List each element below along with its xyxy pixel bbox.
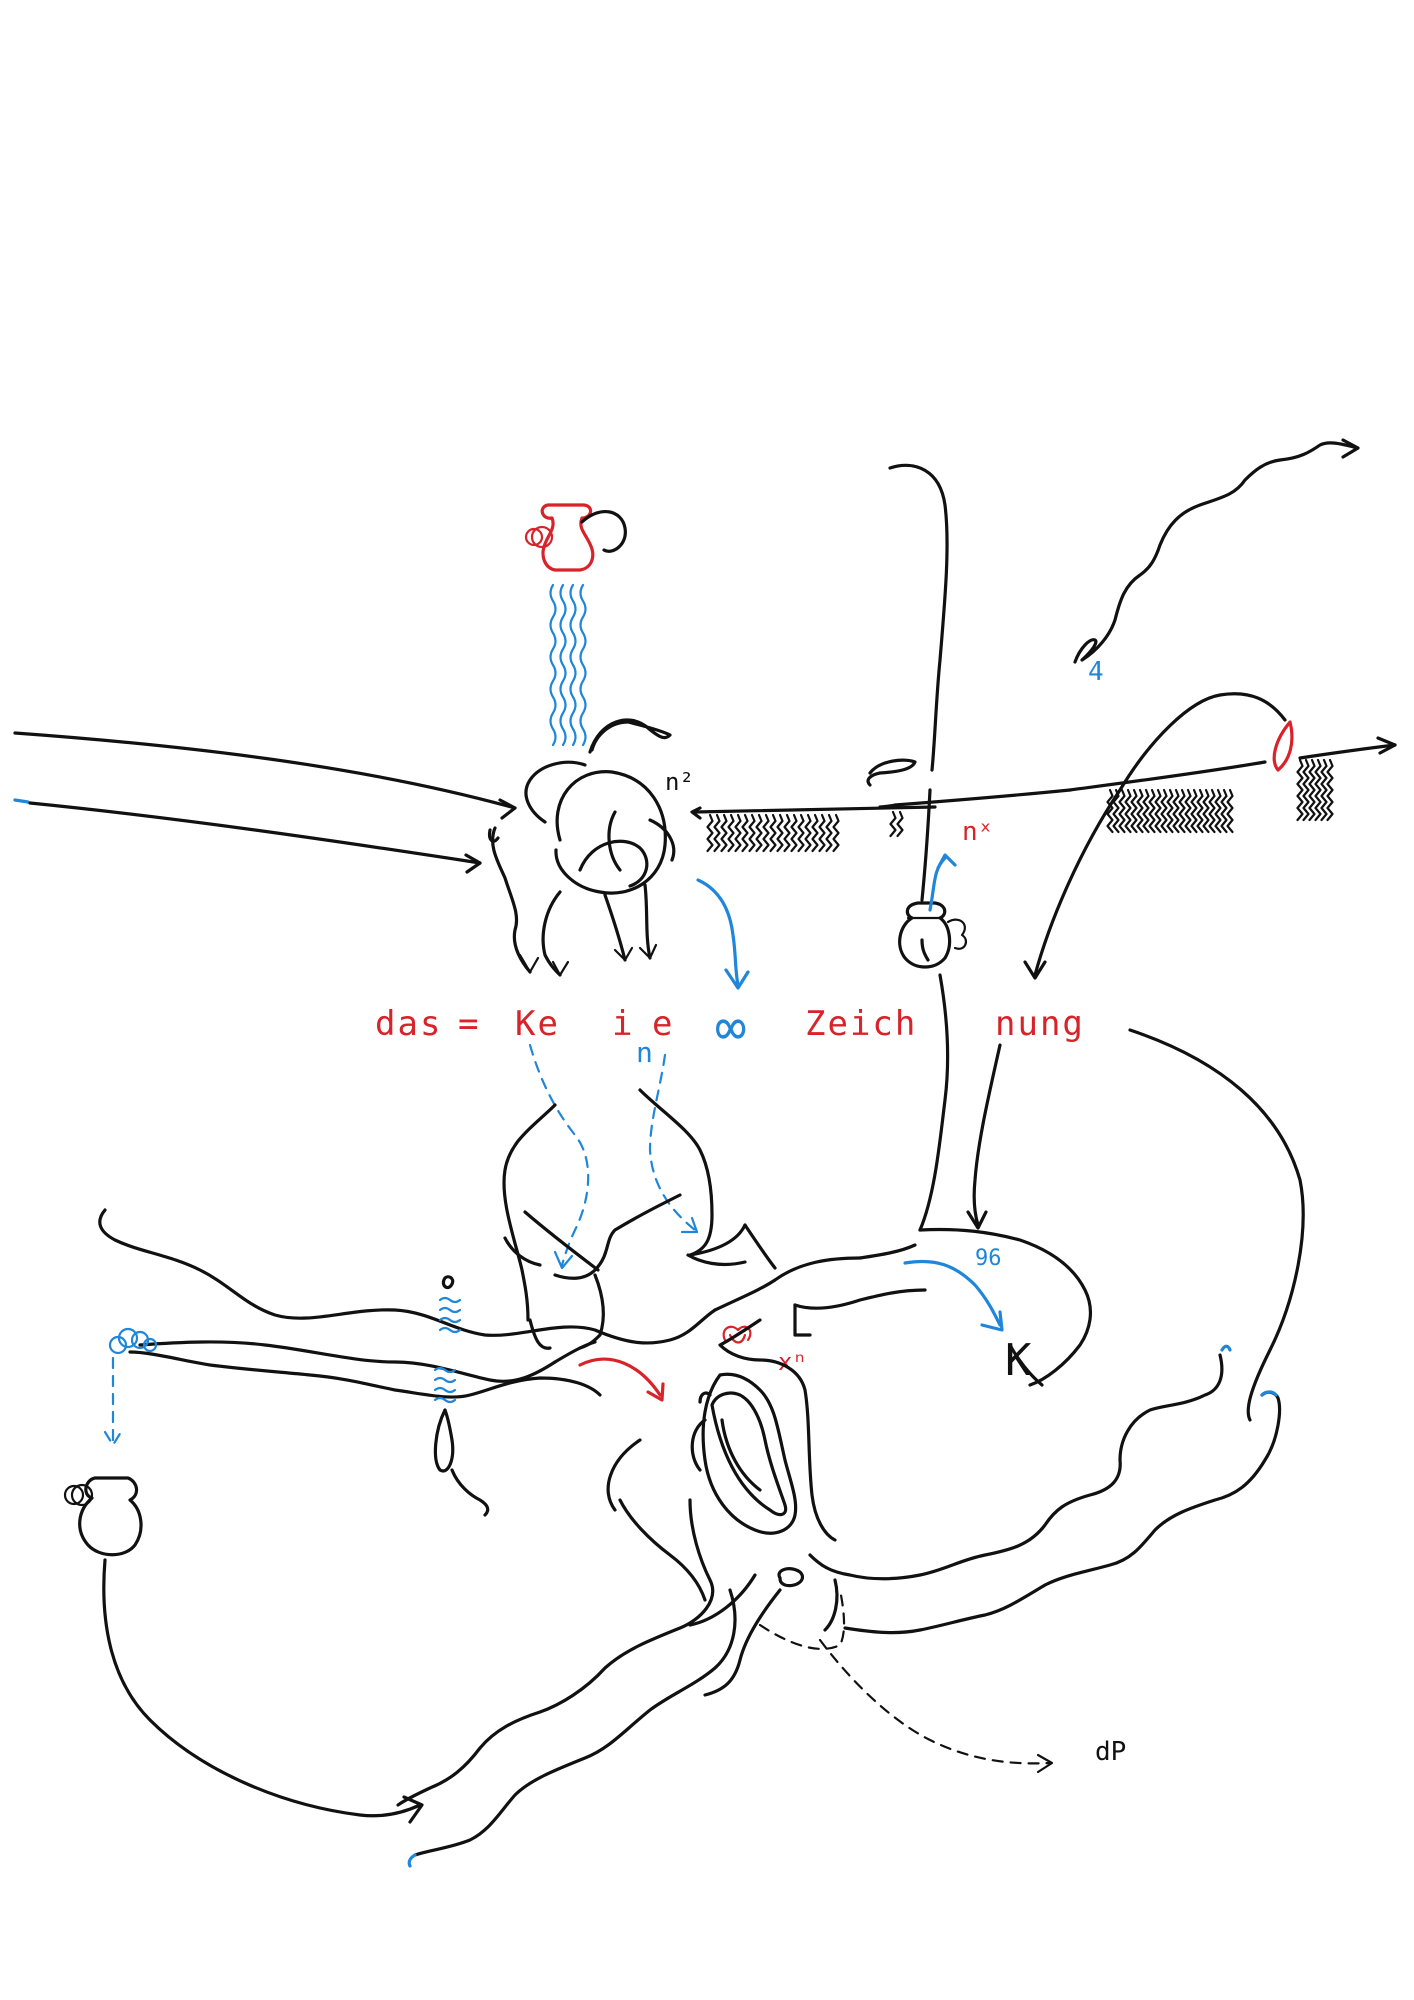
hatch-mark <box>1154 788 1162 834</box>
label-n-x: nˣ <box>962 817 993 847</box>
hatch-mark <box>1148 788 1156 834</box>
hatch-mark <box>1124 788 1132 834</box>
lower-body-shapes <box>502 1088 777 1350</box>
hatched-bar <box>690 736 1397 820</box>
word-zeich: Zeich <box>805 1004 917 1044</box>
hatch-mark <box>889 810 897 838</box>
left-incoming-arrows <box>13 731 517 874</box>
hatch-mark <box>748 813 756 853</box>
blue-arrow-to-infinity <box>696 878 750 990</box>
hatch-mark <box>1136 788 1144 834</box>
hatch-mark <box>896 810 904 838</box>
hatch-mark <box>720 813 728 853</box>
hatch-mark <box>790 813 798 853</box>
right-large-curves <box>793 1028 1305 1635</box>
blue-bubbles-icon <box>108 1327 158 1355</box>
hatch-mark <box>1184 788 1192 834</box>
top-right-squiggle <box>1073 438 1360 664</box>
stem-down <box>918 973 950 1232</box>
hatch-mark <box>1308 758 1316 822</box>
word-das: das <box>375 1004 442 1044</box>
word-e: e <box>652 1004 674 1044</box>
small-ring <box>441 1275 455 1290</box>
drop-shape <box>433 1408 490 1517</box>
label-n-squared: n² <box>665 768 694 796</box>
blue-arrow-up-nx <box>928 853 957 912</box>
infinity-symbol: ∞ <box>715 998 746 1058</box>
hatch-mark <box>811 813 819 853</box>
hatch-mark <box>1106 788 1114 834</box>
hatch-mark <box>1214 788 1222 834</box>
word-nung: nung <box>995 1004 1085 1044</box>
hatch-mark <box>1314 758 1322 822</box>
hatch-mark <box>825 813 833 853</box>
hatch-mark <box>755 813 763 853</box>
small-corner <box>793 1303 812 1337</box>
hatch-mark <box>804 813 812 853</box>
hatch-mark <box>1226 788 1234 834</box>
nested-loop-shape <box>690 1372 798 1535</box>
hatch-mark <box>1326 758 1334 822</box>
left-arc-arrow <box>102 1558 424 1824</box>
red-vessel-icon <box>524 503 627 572</box>
hatch-mark <box>713 813 721 853</box>
label-n-small: n <box>636 1036 653 1069</box>
hatch-mark <box>1130 788 1138 834</box>
dashed-arrow-to-dp <box>758 1588 1052 1765</box>
hatch-mark <box>1320 758 1328 822</box>
hatch-mark <box>1208 788 1216 834</box>
hatch-mark <box>832 813 840 853</box>
hatch-mark <box>769 813 777 853</box>
word-equals: = <box>458 1004 480 1044</box>
blue-ripple-marks <box>433 1296 462 1404</box>
hatch-mark <box>1190 788 1198 834</box>
hatch-mark <box>734 813 742 853</box>
hatch-mark <box>783 813 791 853</box>
hatch-mark <box>1118 788 1126 834</box>
blue-dashed-arrows <box>528 1043 699 1270</box>
hatch-mark <box>797 813 805 853</box>
hatch-mark <box>1296 758 1304 822</box>
word-ke: Ke <box>515 1004 560 1044</box>
hatch-mark <box>1302 758 1310 822</box>
wavy-stream-lines <box>549 583 587 747</box>
small-oval <box>777 1567 805 1588</box>
hatch-mark <box>727 813 735 853</box>
hatch-mark <box>776 813 784 853</box>
hatch-mark <box>741 813 749 853</box>
hatch-mark <box>1112 788 1120 834</box>
right-block-shape <box>718 1318 837 1542</box>
left-vessel-icon <box>63 1476 143 1557</box>
hatch-mark <box>762 813 770 853</box>
word-i: i <box>612 1004 634 1044</box>
hatch-mark <box>1178 788 1186 834</box>
red-leaf-icon <box>1272 720 1294 772</box>
label-dp: dP <box>1095 1737 1126 1767</box>
phrase-row: das = Ke i e ∞ Zeich nung <box>375 998 1085 1058</box>
arrow-nung-down <box>966 1043 1002 1230</box>
hatch-mark <box>1160 788 1168 834</box>
label-four: 4 <box>1088 657 1104 687</box>
hatch-mark <box>1166 788 1174 834</box>
blue-arrow-to-k <box>903 1259 1004 1332</box>
hatch-mark <box>1202 788 1210 834</box>
red-arrow <box>578 1357 665 1402</box>
blue-dashed-down-arrow <box>103 1356 123 1447</box>
hatch-mark <box>1172 788 1180 834</box>
small-vessel-icon <box>898 901 968 969</box>
central-knot-figure <box>487 718 676 977</box>
hatch-mark <box>818 813 826 853</box>
hatch-mark <box>1142 788 1150 834</box>
lower-crossing-bands <box>396 1438 839 1868</box>
hatch-mark <box>1220 788 1228 834</box>
right-loop <box>1033 692 1287 977</box>
label-ninety-six: 96 <box>975 1246 1002 1271</box>
hatch-mark <box>706 813 714 853</box>
vertical-stem <box>866 463 949 962</box>
hatch-marks <box>706 758 1334 853</box>
hatch-mark <box>1196 788 1204 834</box>
wavy-band <box>98 1208 917 1399</box>
